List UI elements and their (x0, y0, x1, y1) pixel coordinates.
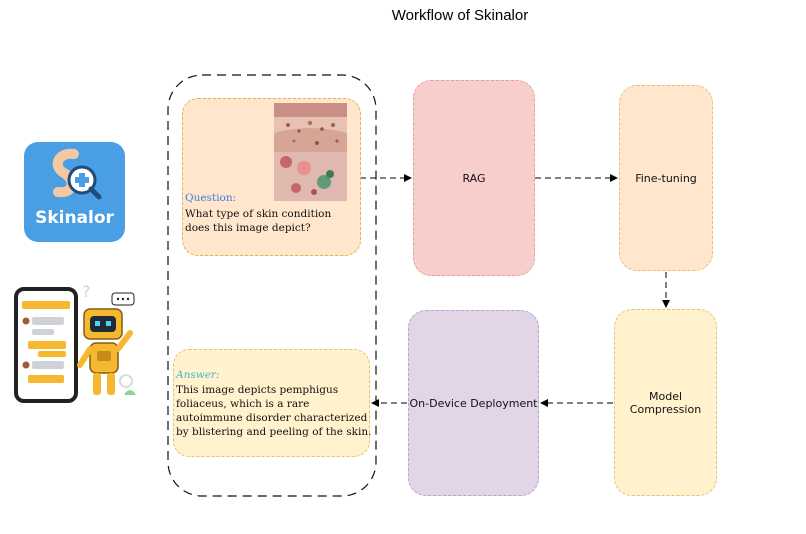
robot-phone-chat-illustration: ? (14, 282, 136, 403)
skin-lesion-photo-icon (274, 103, 347, 152)
answer-label: Answer: (176, 369, 220, 381)
answer-box: Answer: This image depicts pemphigus fol… (173, 349, 372, 457)
on-device-deployment-node: On-Device Deployment (408, 310, 539, 496)
on-device-deployment-label: On-Device Deployment (409, 396, 538, 410)
answer-text: This image depicts pemphigus foliaceus, … (176, 384, 372, 438)
question-text: What type of skin condition does this im… (185, 208, 332, 234)
logo-text: Skinalor (35, 208, 114, 228)
skin-search-logo-icon (52, 148, 102, 200)
fine-tuning-label: Fine-tuning (635, 171, 697, 185)
fine-tuning-node: Fine-tuning (619, 85, 713, 271)
svg-text:?: ? (82, 282, 91, 301)
diagram-title: Workflow of Skinalor (391, 7, 529, 24)
question-label: Question: (185, 192, 237, 204)
question-box: Question: What type of skin condition do… (182, 98, 361, 256)
model-compression-node: Model Compression (614, 309, 717, 496)
skinalor-logo: Skinalor (24, 142, 125, 242)
rag-label: RAG (462, 171, 486, 185)
rag-node: RAG (413, 80, 535, 276)
skin-lesion-closeup-photo-icon (274, 152, 347, 201)
model-compression-label: Model Compression (629, 389, 702, 416)
